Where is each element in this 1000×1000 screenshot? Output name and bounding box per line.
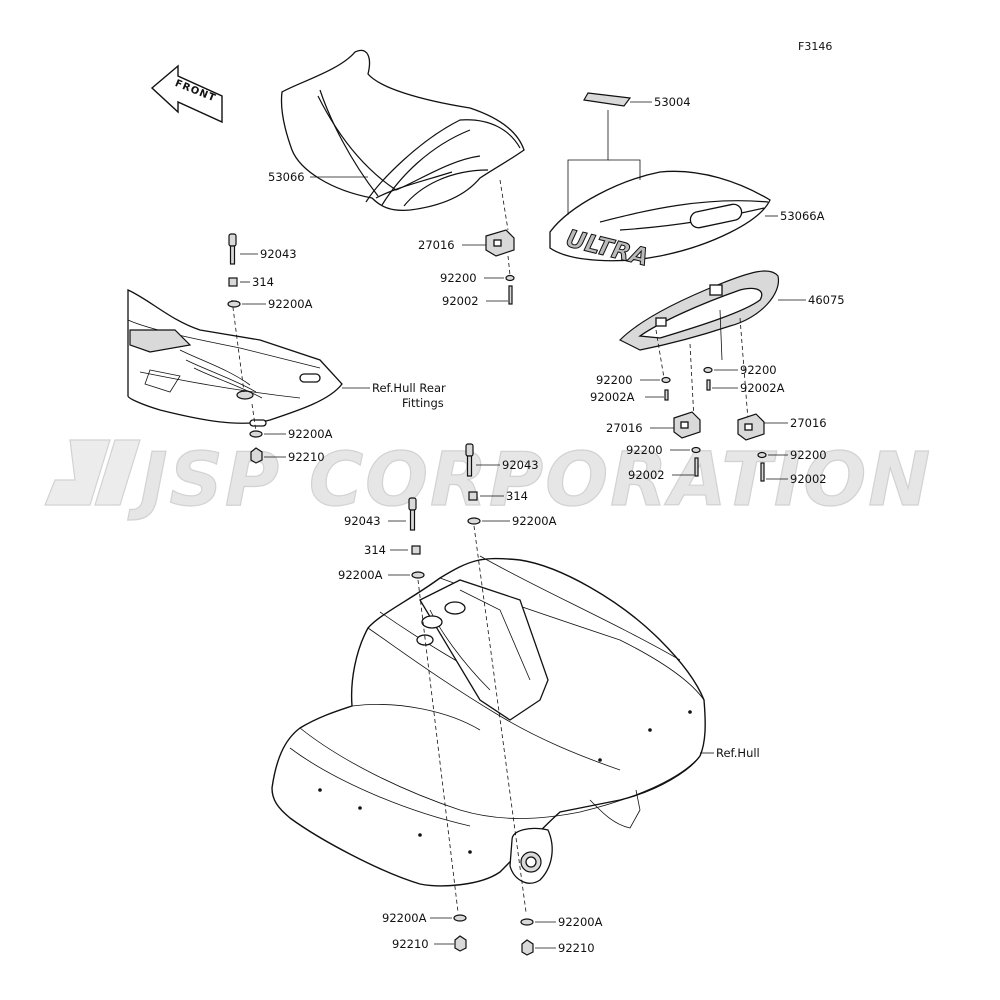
callout-label: 92200A xyxy=(288,427,333,441)
callout-label: 314 xyxy=(252,275,274,289)
reference-label-hull-rear-sub: Fittings xyxy=(402,396,444,410)
callout-label: 92200 xyxy=(626,443,663,457)
callout-label: 92200A xyxy=(268,297,313,311)
reference-label-hull-rear: Ref.Hull Rear xyxy=(372,381,446,395)
callout-label: 92200 xyxy=(596,373,633,387)
callout-label: 92002A xyxy=(740,381,785,395)
callout-label: 53004 xyxy=(654,95,691,109)
clip-27016 xyxy=(673,411,701,439)
callout-label: 27016 xyxy=(606,421,643,435)
seat-53066 xyxy=(280,49,525,212)
clip-27016 xyxy=(737,413,765,441)
callout-label: 92200 xyxy=(790,448,827,462)
figure-code: F3146 xyxy=(798,40,832,53)
callout-label: 92200A xyxy=(338,568,383,582)
hull xyxy=(271,555,706,887)
front-arrow: FRONT xyxy=(150,64,223,124)
callout-label: 92200 xyxy=(740,363,777,377)
front-arrow-icon xyxy=(150,64,223,124)
callout-label: 46075 xyxy=(808,293,845,307)
callout-label: 27016 xyxy=(418,238,455,252)
pad-53004 xyxy=(583,92,632,107)
callout-label: 314 xyxy=(364,543,386,557)
callout-label: 27016 xyxy=(790,416,827,430)
callout-label: 92200A xyxy=(558,915,603,929)
callout-label: 92043 xyxy=(344,514,381,528)
reference-label-hull: Ref.Hull xyxy=(716,746,760,760)
clip-27016 xyxy=(485,229,515,257)
callout-label: 92002 xyxy=(628,468,665,482)
callout-label: 92002 xyxy=(790,472,827,486)
callout-label: 92210 xyxy=(392,937,429,951)
watermark-logo-icon xyxy=(44,439,141,506)
callout-label: 92200A xyxy=(382,911,427,925)
callout-label: 92200A xyxy=(512,514,557,528)
hull-rear-fittings xyxy=(127,288,343,427)
callout-label: 92043 xyxy=(502,458,539,472)
callout-label: 92210 xyxy=(288,450,325,464)
rear-seat-53066A: ULTRA xyxy=(549,170,771,272)
callout-label: 92002A xyxy=(590,390,635,404)
callout-label: 314 xyxy=(506,489,528,503)
seat-base-46075 xyxy=(618,270,780,351)
callout-label: 92002 xyxy=(442,294,479,308)
callout-label: 53066A xyxy=(780,209,825,223)
callout-label: 92200 xyxy=(440,271,477,285)
callout-label: 92043 xyxy=(260,247,297,261)
callout-label: 92210 xyxy=(558,941,595,955)
callout-label: 53066 xyxy=(268,170,305,184)
